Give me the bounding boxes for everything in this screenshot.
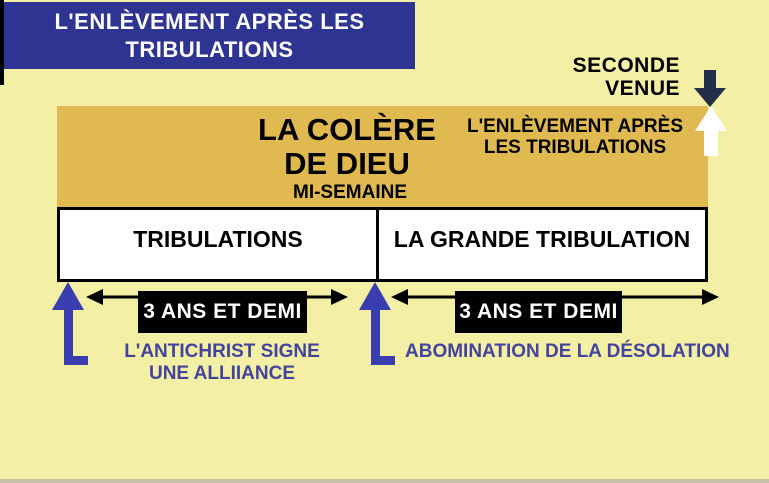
second-coming-line2: VENUE bbox=[605, 77, 680, 100]
timeline-box: TRIBULATIONS LA GRANDE TRIBULATION bbox=[57, 207, 708, 282]
second-duration-badge: 3 ANS ET DEMI bbox=[455, 291, 622, 333]
left-edge-strip bbox=[0, 0, 4, 85]
page-title-line1: L'ENLÈVEMENT APRÈS LES bbox=[54, 8, 365, 34]
wrath-title-line1: LA COLÈRE bbox=[258, 112, 436, 147]
covenant-label-line1: L'ANTICHRIST SIGNE bbox=[124, 341, 320, 362]
abomination-up-arrow-icon bbox=[355, 282, 396, 366]
rapture-label-line1: L'ENLÈVEMENT APRÈS bbox=[466, 116, 683, 137]
midweek-label: MI-SEMAINE bbox=[293, 182, 407, 203]
abomination-label: ABOMINATION DE LA DÉSOLATION bbox=[405, 341, 730, 362]
wrath-banner: LA COLÈRE DE DIEU MI-SEMAINE L'ENLÈVEMEN… bbox=[57, 106, 708, 207]
timeline-second-half: LA GRANDE TRIBULATION bbox=[393, 226, 691, 252]
rapture-label: L'ENLÈVEMENT APRÈS LES TRIBULATIONS bbox=[445, 116, 705, 158]
covenant-label-line2: UNE ALLIIANCE bbox=[148, 363, 296, 384]
wrath-title: LA COLÈRE DE DIEU bbox=[147, 113, 547, 181]
second-coming-line1: SECONDE bbox=[572, 54, 680, 77]
timeline-first-half: TRIBULATIONS bbox=[60, 210, 379, 279]
first-duration-badge: 3 ANS ET DEMI bbox=[138, 291, 307, 333]
bottom-edge-strip bbox=[0, 479, 769, 483]
page-title-line2: TRIBULATIONS bbox=[125, 36, 294, 62]
rapture-label-line2: LES TRIBULATIONS bbox=[483, 137, 667, 158]
up-arrow-icon bbox=[694, 106, 728, 156]
page-title: L'ENLÈVEMENT APRÈS LES TRIBULATIONS bbox=[4, 2, 415, 69]
down-arrow-icon bbox=[692, 70, 728, 107]
second-coming-label: SECONDE VENUE bbox=[440, 54, 680, 100]
covenant-up-arrow-icon bbox=[48, 282, 89, 366]
wrath-title-line2: DE DIEU bbox=[284, 146, 410, 181]
covenant-label: L'ANTICHRIST SIGNE UNE ALLIIANCE bbox=[92, 341, 352, 385]
